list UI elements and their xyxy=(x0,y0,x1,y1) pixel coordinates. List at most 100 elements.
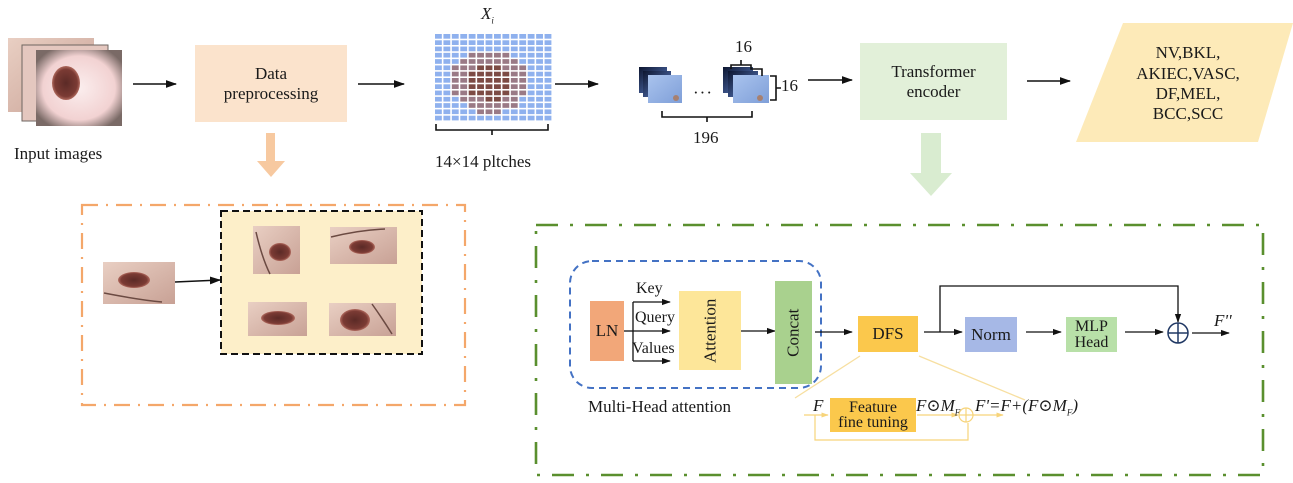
equation-subscript: F xyxy=(1066,407,1073,418)
patch-tile xyxy=(460,65,468,71)
residual-skip-line xyxy=(939,285,1182,332)
fine-tuning-label-line1: Feature xyxy=(849,398,897,416)
patch-tile xyxy=(519,78,527,83)
patch-tile xyxy=(544,84,552,89)
patch-tile xyxy=(544,46,552,52)
norm-box: Norm xyxy=(965,317,1017,352)
patch-tile xyxy=(485,59,493,64)
mlp-head-box: MLP Head xyxy=(1066,317,1117,352)
patch-tile xyxy=(502,71,510,77)
patch-tile xyxy=(477,59,484,64)
patch-tile xyxy=(519,71,527,77)
patch-tile xyxy=(468,115,476,121)
patch-tile xyxy=(443,115,451,121)
patch-tile xyxy=(536,40,543,45)
patch-grid xyxy=(435,34,552,121)
patch-tile xyxy=(494,109,501,115)
patch-tile xyxy=(443,46,451,52)
multihead-attention-frame xyxy=(569,260,822,389)
patch-tile xyxy=(510,46,518,52)
patch-tile xyxy=(485,109,493,115)
patch-tile xyxy=(536,115,543,121)
patch-tile xyxy=(519,40,527,45)
classes-output-shape xyxy=(1076,23,1293,142)
classes-output-label: NV,BKL, AKIEC,VASC, DF,MEL, BCC,SCC xyxy=(1108,30,1268,138)
patch-tile xyxy=(527,90,535,96)
augmented-crop-1 xyxy=(253,226,300,275)
patch-tile xyxy=(536,65,543,71)
patch-tile xyxy=(443,96,451,102)
layer-norm-box: LN xyxy=(590,301,624,361)
patch-tile xyxy=(477,52,484,58)
patch-tile xyxy=(502,65,510,71)
patch-tile xyxy=(544,71,552,77)
token-count-brace xyxy=(661,111,753,122)
patch-tile xyxy=(435,65,442,71)
patch-tile xyxy=(544,40,552,45)
patch-symbol-subscript: i xyxy=(491,15,494,26)
patch-tile xyxy=(510,59,518,64)
patch-tile xyxy=(477,34,484,39)
patch-symbol: Xi xyxy=(481,5,494,26)
patch-tile xyxy=(443,78,451,83)
patch-tile xyxy=(451,103,459,108)
patch-tile xyxy=(477,40,484,45)
data-preprocessing-box: Data preprocessing xyxy=(195,45,347,122)
lesion-mark xyxy=(340,309,370,331)
patch-tile xyxy=(536,103,543,108)
preprocess-detail-frame xyxy=(80,203,467,407)
concat-label: Concat xyxy=(783,308,803,357)
patch-symbol-letter: X xyxy=(481,4,492,23)
patch-tile xyxy=(519,34,527,39)
encoder-label-line1: Transformer xyxy=(891,61,976,81)
patch-tile xyxy=(544,78,552,83)
patch-tile xyxy=(460,40,468,45)
patch-tile xyxy=(451,65,459,71)
patch-tile xyxy=(477,103,484,108)
patch-tile xyxy=(494,59,501,64)
patch-tile xyxy=(485,46,493,52)
patch-tile xyxy=(435,40,442,45)
patch-tile xyxy=(477,46,484,52)
patch-tile xyxy=(502,84,510,89)
patch-tile xyxy=(544,103,552,108)
patch-tile xyxy=(494,115,501,121)
patch-tile xyxy=(443,52,451,58)
key-label: Key xyxy=(636,280,663,297)
patch-tile xyxy=(435,59,442,64)
patch-tile xyxy=(485,40,493,45)
patch-tile xyxy=(510,90,518,96)
patch-tile xyxy=(460,84,468,89)
patch-tile xyxy=(494,90,501,96)
patch-tile xyxy=(485,52,493,58)
patch-tile xyxy=(443,109,451,115)
patch-tile xyxy=(544,59,552,64)
patch-tile xyxy=(468,34,476,39)
patch-tile xyxy=(460,115,468,121)
concat-box: Concat xyxy=(775,281,812,384)
patch-tile xyxy=(468,65,476,71)
patch-tile xyxy=(435,34,442,39)
patch-tile xyxy=(443,71,451,77)
patch-tile xyxy=(527,103,535,108)
patch-tile xyxy=(494,34,501,39)
dfs-zoom-line-left xyxy=(794,355,861,399)
token-lesion-dot xyxy=(673,95,679,101)
patch-tile xyxy=(510,103,518,108)
attention-box: Attention xyxy=(679,291,741,370)
patch-tile xyxy=(477,78,484,83)
dfs-box: DFS xyxy=(858,316,918,352)
patch-tile xyxy=(502,115,510,121)
encoder-expand-arrow xyxy=(910,133,952,196)
patch-tile xyxy=(527,109,535,115)
product-subscript: F xyxy=(954,407,961,418)
patch-tile xyxy=(502,34,510,39)
patch-tile xyxy=(485,96,493,102)
patch-tile xyxy=(519,52,527,58)
values-label: Values xyxy=(632,340,675,357)
patch-tile xyxy=(494,84,501,89)
patch-tile xyxy=(510,65,518,71)
patch-tile xyxy=(485,65,493,71)
class-line-4: BCC,SCC xyxy=(1152,104,1224,124)
patch-tile xyxy=(527,59,535,64)
